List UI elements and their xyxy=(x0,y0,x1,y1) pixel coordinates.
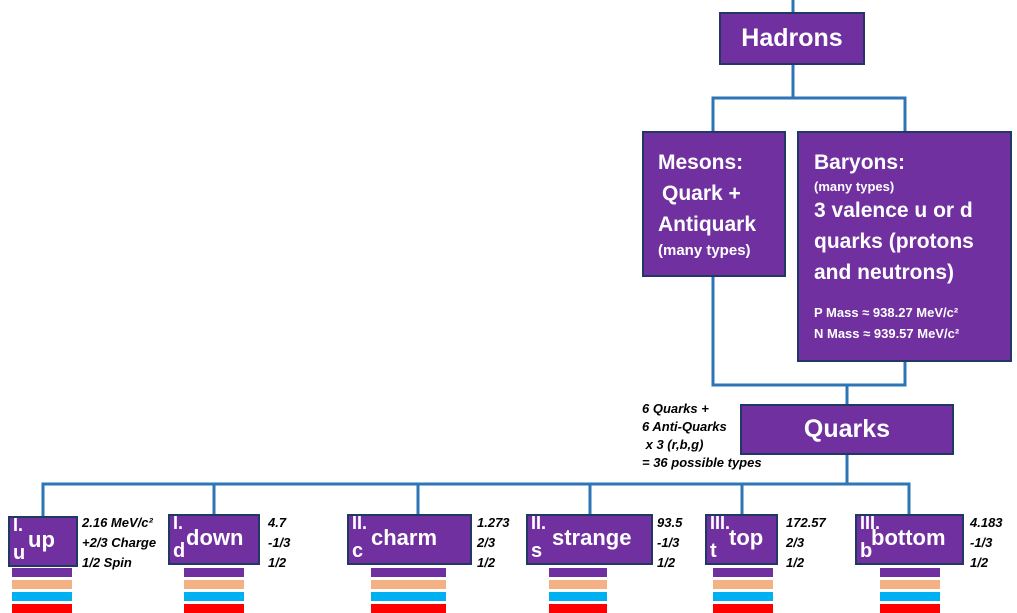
quark-strange-props: 93.5 -1/3 1/2 xyxy=(657,513,682,573)
color-stripe xyxy=(12,568,72,577)
mesons-box: Mesons: Quark + Antiquark (many types) xyxy=(642,131,786,277)
quarks-note: 6 Quarks + 6 Anti-Quarks x 3 (r,b,g) = 3… xyxy=(642,400,762,472)
mesons-line4: (many types) xyxy=(658,242,751,259)
baryons-p-mass: P Mass ≈ 938.27 MeV/c² xyxy=(814,305,959,320)
quark-name: strange xyxy=(552,525,632,550)
quark-charge: +2/3 Charge xyxy=(82,535,157,550)
quark-top-props: 172.57 2/3 1/2 xyxy=(786,513,826,573)
quark-charge: -1/3 xyxy=(657,535,680,550)
color-stripe xyxy=(371,568,446,577)
hadrons-branch xyxy=(711,96,907,131)
quark-generation: I. xyxy=(173,513,184,533)
quarks-note-line4: = 36 possible types xyxy=(642,455,762,470)
color-stripe xyxy=(713,592,773,601)
quark-spin: 1/2 xyxy=(970,555,989,570)
color-stripe xyxy=(184,568,244,577)
baryons-line3: 3 valence u or d xyxy=(814,199,973,222)
quark-symbol: c xyxy=(352,540,364,562)
baryons-line4: quarks (protons xyxy=(814,230,974,253)
quark-spin: 1/2 xyxy=(477,555,496,570)
color-stripe xyxy=(880,604,940,613)
color-stripe xyxy=(371,604,446,613)
color-stripe xyxy=(880,568,940,577)
baryons-line1: Baryons: xyxy=(814,151,906,174)
quark-name: charm xyxy=(371,525,438,550)
quark-up-box: I. u up xyxy=(8,515,78,567)
quark-bottom-box: III. b bottom xyxy=(855,513,964,565)
baryons-line5: and neutrons) xyxy=(814,261,954,284)
hadrons-box: Hadrons xyxy=(719,12,865,65)
mesons-baryons-join xyxy=(711,277,907,387)
quark-charm-box: II. c charm xyxy=(347,513,472,565)
quark-charm-props: 1.273 2/3 1/2 xyxy=(477,513,510,573)
color-stripe xyxy=(549,592,607,601)
color-stripe xyxy=(713,568,773,577)
quark-name: up xyxy=(28,527,55,552)
quark-mass: 1.273 xyxy=(477,515,510,530)
color-stripe xyxy=(184,580,244,589)
quarks-branch xyxy=(41,482,911,516)
mesons-line2: Quark + xyxy=(662,182,741,205)
color-stripe xyxy=(12,592,72,601)
quark-generation: III. xyxy=(710,513,731,533)
quark-mass: 172.57 xyxy=(786,515,826,530)
quark-symbol: t xyxy=(710,540,717,562)
baryons-n-mass: N Mass ≈ 939.57 MeV/c² xyxy=(814,326,960,341)
quark-generation: II. xyxy=(352,513,368,533)
quark-name: down xyxy=(186,525,244,550)
quark-mass: 2.16 MeV/c² xyxy=(82,515,153,530)
quark-spin: 1/2 xyxy=(786,555,805,570)
mesons-line3: Antiquark xyxy=(658,213,757,236)
mesons-line1: Mesons: xyxy=(658,151,744,174)
quark-mass: 4.7 xyxy=(268,515,287,530)
quark-charge: -1/3 xyxy=(268,535,291,550)
color-stripe xyxy=(12,604,72,613)
quark-generation: III. xyxy=(860,513,881,533)
color-stripe xyxy=(12,580,72,589)
quarks-note-line2: 6 Anti-Quarks xyxy=(642,419,727,434)
quark-down-box: I. d down xyxy=(168,513,260,565)
quark-up-props: 2.16 MeV/c² +2/3 Charge 1/2 Spin xyxy=(82,513,156,573)
quark-name: top xyxy=(729,525,764,550)
color-stripe xyxy=(549,604,607,613)
quark-symbol: d xyxy=(173,540,186,562)
quark-mass: 93.5 xyxy=(657,515,683,530)
hadrons-label: Hadrons xyxy=(741,24,843,52)
quark-bottom-props: 4.183 -1/3 1/2 xyxy=(970,513,1003,573)
color-stripe xyxy=(713,604,773,613)
color-stripe xyxy=(184,592,244,601)
color-stripe xyxy=(549,568,607,577)
quark-mass: 4.183 xyxy=(970,515,1003,530)
quark-spin: 1/2 xyxy=(268,555,287,570)
color-stripe xyxy=(371,580,446,589)
quark-charge: 2/3 xyxy=(477,535,496,550)
quark-spin: 1/2 Spin xyxy=(82,555,132,570)
quark-top-box: III. t top xyxy=(705,513,778,565)
baryons-box: Baryons: (many types) 3 valence u or d q… xyxy=(797,131,1012,362)
quark-spin: 1/2 xyxy=(657,555,676,570)
quark-symbol: u xyxy=(13,542,26,564)
quarks-label: Quarks xyxy=(803,415,891,443)
quark-down-props: 4.7 -1/3 1/2 xyxy=(268,513,290,573)
quarks-note-line1: 6 Quarks + xyxy=(642,401,709,416)
quark-generation: II. xyxy=(531,513,547,533)
quark-name: bottom xyxy=(871,525,946,550)
color-stripe xyxy=(184,604,244,613)
color-stripe xyxy=(371,592,446,601)
color-stripe xyxy=(713,580,773,589)
color-stripe xyxy=(880,580,940,589)
quark-generation: I. xyxy=(13,515,24,535)
baryons-line2: (many types) xyxy=(814,179,895,194)
quark-charge: -1/3 xyxy=(970,535,993,550)
quark-symbol: s xyxy=(531,540,543,562)
quark-symbol: b xyxy=(860,540,873,562)
quarks-note-line3: x 3 (r,b,g) xyxy=(642,437,704,452)
quark-charge: 2/3 xyxy=(786,535,805,550)
quark-strange-box: II. s strange xyxy=(526,513,653,565)
quarks-box: Quarks xyxy=(740,404,954,455)
color-stripe xyxy=(549,580,607,589)
color-stripe xyxy=(880,592,940,601)
